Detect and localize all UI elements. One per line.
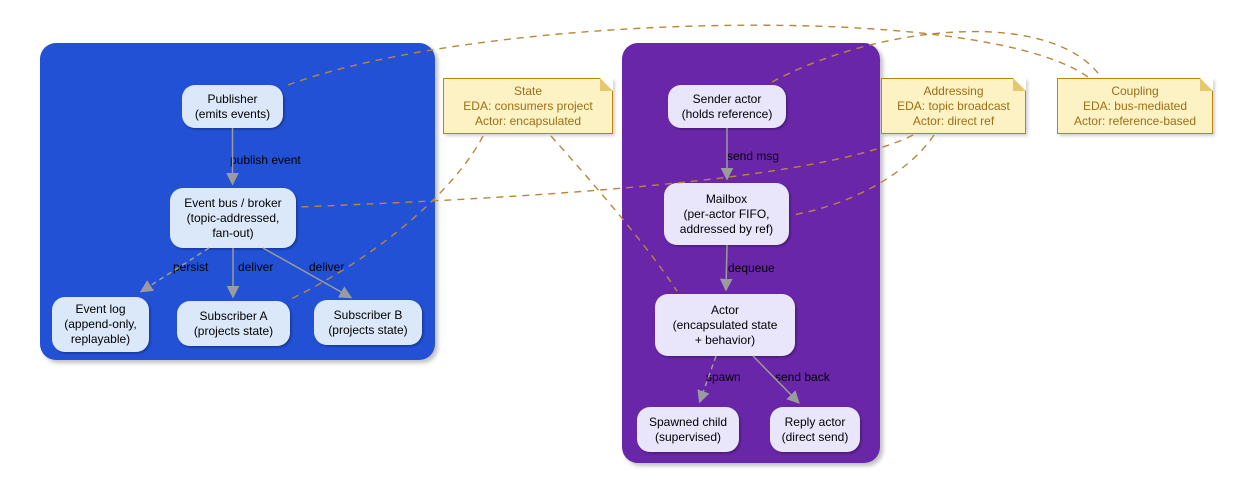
note-line: EDA: consumers project [463,99,593,113]
node-label-line: Sender actor [692,91,762,106]
node-label-line: Mailbox [705,191,748,206]
node-subscriber-a: Subscriber A (projects state) [177,301,290,346]
node-label-line: Spawned child [648,414,728,429]
node-label-line: (emits events) [194,106,271,121]
node-label-line: (holds reference) [681,106,773,121]
edge-label-send-back: send back [775,370,830,384]
node-mailbox: Mailbox (per-actor FIFO, addressed by re… [664,183,789,245]
note-addressing: Addressing EDA: topic broadcast Actor: d… [881,78,1026,134]
edge-label-dequeue: dequeue [728,261,775,275]
edge-label-deliver-b: deliver [309,260,345,274]
note-title: Coupling [1111,84,1159,98]
note-line: Actor: reference-based [1073,114,1197,128]
edge-label-publish-event: publish event [230,153,301,167]
node-label-line: Event bus / broker [184,195,282,210]
note-title: State [513,84,543,98]
edge-label-persist: persist [173,260,209,274]
node-label-line: Event log [75,302,126,316]
note-title: Addressing [923,84,984,98]
node-event-bus: Event bus / broker (topic-addressed, fan… [170,188,296,248]
note-coupling: Coupling EDA: bus-mediated Actor: refere… [1057,78,1213,134]
node-publisher: Publisher (emits events) [182,85,283,128]
node-label-line: (direct send) [781,429,849,444]
node-event-log: Event log (append-only, replayable) [52,297,149,352]
node-label-line: fan-out) [212,225,254,240]
node-label-line: replayable) [70,332,131,346]
node-label-line: (supervised) [654,429,722,444]
node-spawned-child: Spawned child (supervised) [637,407,739,452]
edge-label-spawn: spawn [706,370,741,384]
node-label-line: Publisher [207,91,258,106]
note-line: Actor: direct ref [912,114,995,128]
node-sender-actor: Sender actor (holds reference) [668,85,786,128]
node-label-line: (topic-addressed, [186,210,280,225]
node-subscriber-b: Subscriber B (projects state) [314,300,422,345]
node-label-line: Reply actor [784,414,846,429]
edge-label-deliver-a: deliver [238,260,274,274]
node-reply-actor: Reply actor (direct send) [770,407,860,452]
node-label-line: Subscriber B [333,307,403,322]
node-label-line: (encapsulated state [672,317,778,332]
note-line: EDA: topic broadcast [897,99,1010,113]
note-line: Actor: encapsulated [474,114,582,128]
node-label-line: (projects state) [193,323,274,338]
node-actor: Actor (encapsulated state + behavior) [655,294,795,356]
note-state: State EDA: consumers project Actor: enca… [443,78,613,134]
node-label-line: (append-only, [64,317,137,331]
note-line: EDA: bus-mediated [1082,99,1188,113]
node-label-line: Subscriber A [199,308,268,323]
node-label-line: (per-actor FIFO, [683,206,770,221]
node-label-line: (projects state) [328,322,408,337]
edge-label-send-msg: send msg [727,149,780,163]
node-label-line: + behavior) [694,332,756,347]
node-label-line: Actor [710,302,739,317]
node-label-line: addressed by ref) [679,221,774,236]
